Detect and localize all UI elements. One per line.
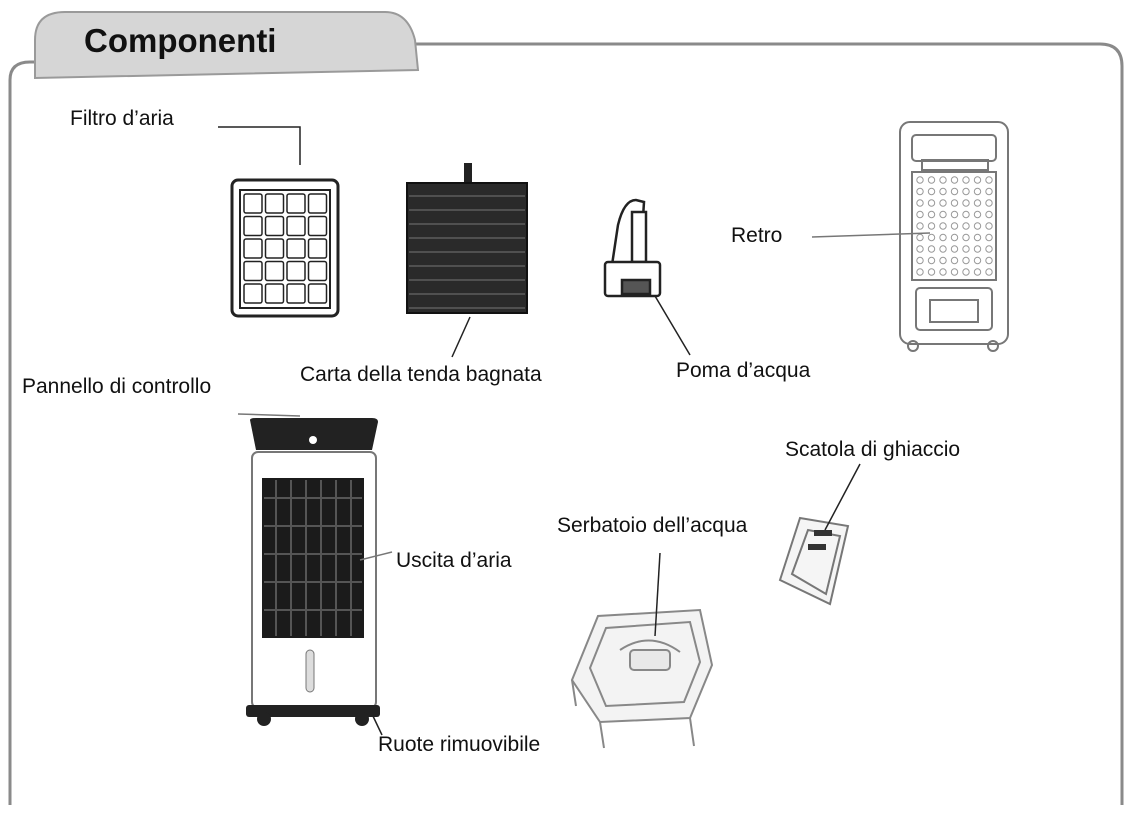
water-tank-drawing [570, 608, 714, 749]
label-water-tank: Serbatoio dell’acqua [557, 514, 748, 537]
wheels-leader [371, 713, 383, 736]
water-pump-leader [654, 295, 691, 356]
water-pump-drawing [603, 198, 662, 298]
label-back: Retro [731, 224, 783, 247]
label-water-pump: Poma d’acqua [676, 359, 811, 382]
label-wheels: Ruote rimuovibile [378, 733, 541, 756]
water-tank-leader [654, 552, 661, 637]
back-view-drawing [899, 121, 1009, 352]
air-filter-leader [218, 126, 301, 165]
air-outlet-leader [359, 551, 393, 561]
label-control-panel: Pannello di controllo [22, 375, 212, 398]
ice-box-drawing [778, 516, 850, 606]
frame-border [8, 42, 1124, 805]
wet-curtain-leader [451, 316, 471, 358]
control-panel-leader [237, 413, 301, 417]
ice-box-leader [824, 463, 861, 531]
page-title: Componenti [84, 22, 277, 59]
label-air-filter: Filtro d’aria [70, 107, 174, 130]
cooler-unit-drawing [246, 418, 380, 726]
label-wet-curtain: Carta della tenda bagnata [300, 363, 542, 386]
label-air-outlet: Uscita d’aria [396, 549, 512, 572]
label-ice-box: Scatola di ghiaccio [785, 438, 961, 461]
air-filter-drawing [230, 178, 340, 318]
title-tab [34, 11, 420, 80]
back-leader [811, 232, 931, 238]
wet-curtain-drawing [406, 163, 528, 314]
